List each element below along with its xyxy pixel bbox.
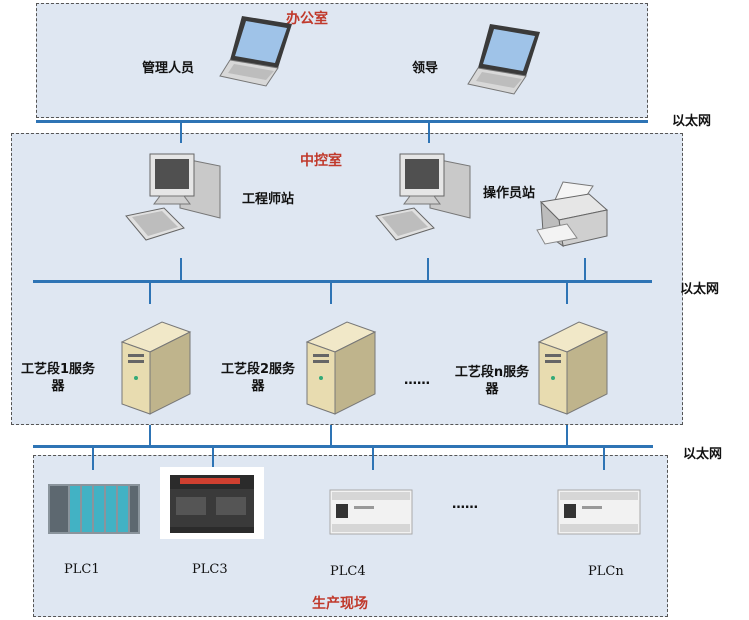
operator-station-label: 操作员站	[483, 186, 536, 201]
plc-rack-icon-1	[48, 484, 140, 534]
leader-label: 领导	[412, 61, 439, 76]
ethernet-bus-control	[33, 280, 652, 283]
control-zone-title: 中控室	[300, 153, 342, 169]
server-2-label: 工艺段2服务 器	[208, 361, 308, 395]
drop-server1	[149, 282, 151, 304]
laptop-icon-manager	[219, 16, 292, 87]
server-1-label-line2: 器	[51, 379, 65, 394]
drop-plc1	[92, 447, 94, 470]
laptop-icon-leader	[467, 24, 540, 95]
drop-plcn	[603, 447, 605, 470]
server-ellipsis: ……	[404, 373, 430, 388]
plc3-label: PLC3	[192, 562, 228, 577]
plc1-label: PLC1	[64, 562, 100, 577]
manager-label: 管理人员	[142, 61, 195, 76]
engineer-station-label: 工程师站	[242, 192, 295, 207]
office-zone	[36, 3, 648, 118]
drop-plc3	[212, 447, 214, 470]
ethernet-label-2: 以太网	[680, 282, 720, 297]
plcn-label: PLCn	[588, 564, 624, 579]
drop-operator	[427, 258, 429, 281]
drop-servern-bottom	[566, 425, 568, 446]
server-1-label: 工艺段1服务 器	[8, 361, 108, 395]
desktop-pc-icon-engineer	[125, 153, 221, 241]
ethernet-label-3: 以太网	[683, 447, 723, 462]
drop-servern	[566, 282, 568, 304]
server-2-label-line2: 器	[251, 379, 265, 394]
ethernet-bus-office	[36, 120, 648, 123]
printer-icon	[536, 181, 609, 248]
drop-engineer	[180, 258, 182, 281]
server-2-label-line1: 工艺段2服务	[220, 362, 296, 377]
drop-server2	[330, 282, 332, 304]
desktop-pc-icon-operator	[375, 153, 471, 241]
office-zone-title: 办公室	[286, 11, 328, 27]
server-n-label-line2: 器	[485, 382, 499, 397]
ethernet-bus-field	[33, 445, 653, 448]
plc-ellipsis: ……	[452, 497, 478, 512]
drop-office-control-left	[180, 121, 182, 143]
server-icon-2	[305, 321, 377, 415]
plc4-label: PLC4	[330, 564, 366, 579]
plc-compact-icon-4	[329, 489, 413, 535]
field-zone-title: 生产现场	[312, 596, 368, 612]
server-n-label-line1: 工艺段n服务	[454, 365, 530, 380]
server-icon-n	[537, 321, 609, 415]
drop-office-control-right	[428, 121, 430, 143]
plc-module-icon-3	[160, 467, 264, 539]
plc-compact-icon-n	[557, 489, 641, 535]
ethernet-label-1: 以太网	[672, 114, 712, 129]
drop-plc4	[372, 447, 374, 470]
field-zone	[33, 455, 668, 617]
server-1-label-line1: 工艺段1服务	[20, 362, 96, 377]
drop-printer	[584, 258, 586, 281]
server-icon-1	[120, 321, 192, 415]
drop-server2-bottom	[330, 425, 332, 446]
server-n-label: 工艺段n服务 器	[442, 364, 542, 398]
drop-server1-bottom	[149, 425, 151, 446]
